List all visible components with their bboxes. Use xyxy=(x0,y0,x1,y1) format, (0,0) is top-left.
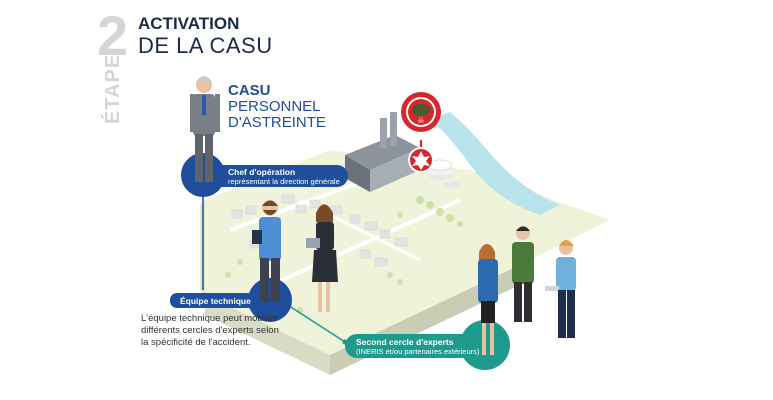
industrial-plant xyxy=(345,112,461,192)
equipe-band xyxy=(170,278,292,322)
technician-woman-figure xyxy=(306,204,338,312)
chef-figure xyxy=(190,76,220,182)
chef-title: Chef d'opération xyxy=(228,167,296,177)
step-number: 2 xyxy=(97,4,129,67)
experts-subtitle: (INERIS et/ou partenaires extérieurs) xyxy=(356,347,480,356)
equipe-title: Équipe technique xyxy=(180,296,251,306)
chef-subtitle: représentant la direction générale xyxy=(228,177,340,186)
casu-subtitle-line1: PERSONNEL xyxy=(228,98,321,115)
technician-man-figure xyxy=(252,200,281,302)
toxic-cloud-icon: ☠ xyxy=(401,92,441,132)
experts-title: Second cercle d'experts xyxy=(356,337,454,347)
page-title: ACTIVATION xyxy=(138,14,240,33)
casu-subtitle-line2: D'ASTREINTE xyxy=(228,114,326,131)
casu-title: CASU xyxy=(228,82,271,99)
equipe-description: L'équipe technique peut mobilier différe… xyxy=(141,313,279,348)
experts-group-figures xyxy=(478,226,576,355)
svg-text:☠: ☠ xyxy=(417,116,424,125)
explosion-icon xyxy=(408,147,434,173)
page-subtitle: DE LA CASU xyxy=(138,33,273,58)
